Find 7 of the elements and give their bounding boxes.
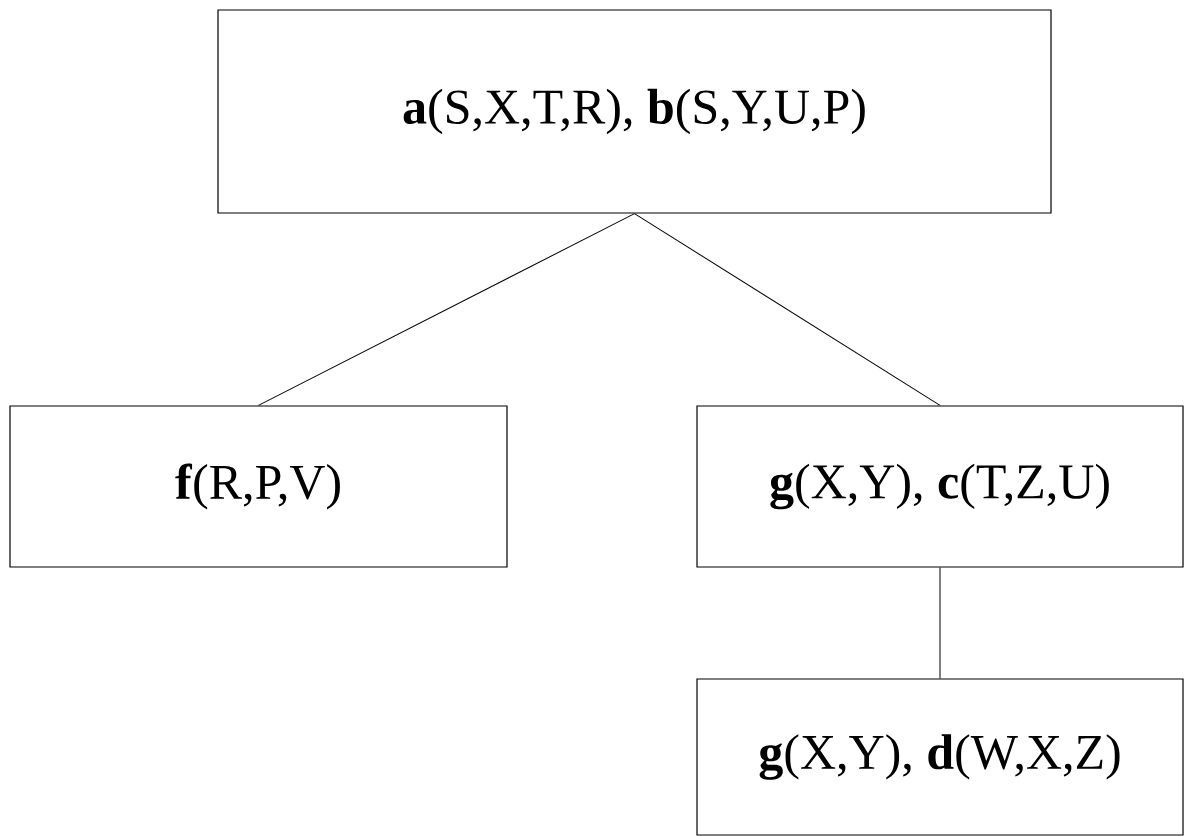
- connector-line: [939, 567, 941, 679]
- connector-line: [634, 213, 941, 406]
- connector-line: [258, 213, 635, 406]
- text-box: a(S,X,T,R), b(S,Y,U,P): [217, 9, 1052, 214]
- text-box: f(R,P,V): [9, 405, 508, 568]
- text-box: g(X,Y), c(T,Z,U): [696, 405, 1184, 568]
- text-box: g(X,Y), d(W,X,Z): [696, 678, 1184, 836]
